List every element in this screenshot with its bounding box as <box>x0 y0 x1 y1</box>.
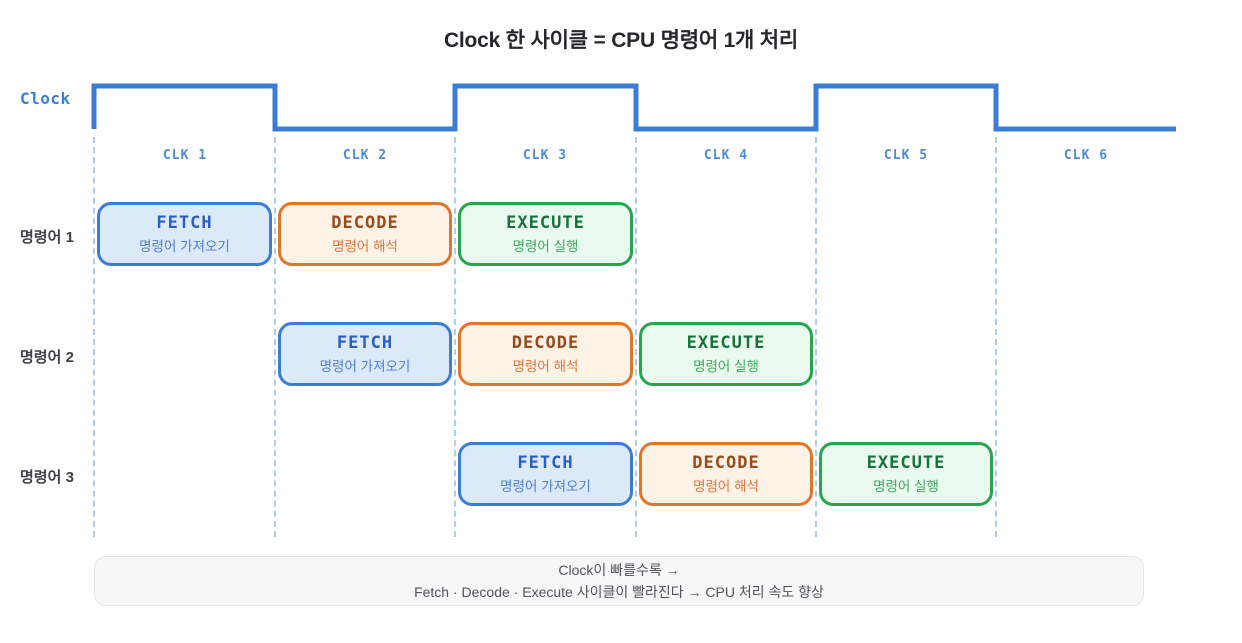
instruction-1-label: 명령어 1 <box>20 229 74 246</box>
stage-subtitle: 명령어 실행 <box>693 359 759 374</box>
stage-subtitle: 명령어 가져오기 <box>139 239 230 254</box>
instr2-fetch-box: FETCH 명령어 가져오기 <box>278 322 452 386</box>
clk-4-label: CLK 4 <box>703 148 749 163</box>
stage-subtitle: 명령어 해석 <box>332 239 398 254</box>
stage-title: EXECUTE <box>686 333 766 353</box>
clk-1-label: CLK 1 <box>162 148 208 163</box>
instr2-execute-box: EXECUTE 명령어 실행 <box>639 322 813 386</box>
stage-title: FETCH <box>336 333 394 353</box>
clk-5-label: CLK 5 <box>883 148 929 163</box>
instr1-fetch-box: FETCH 명령어 가져오기 <box>97 202 272 266</box>
stage-subtitle: 명령어 가져오기 <box>500 479 591 494</box>
summary-note: Clock이 빠를수록 → Fetch · Decode · Execute 사… <box>94 556 1144 606</box>
summary-note-line2: Fetch · Decode · Execute 사이클이 빨라진다 → CPU… <box>414 584 824 600</box>
clk-6-label: CLK 6 <box>1063 148 1109 163</box>
clk-3-label: CLK 3 <box>522 148 568 163</box>
stage-subtitle: 명령어 가져오기 <box>319 359 411 374</box>
cycle-boundary-line <box>635 137 637 537</box>
instruction-2-label: 명령어 2 <box>20 349 74 366</box>
stage-title: DECODE <box>692 453 760 473</box>
stage-title: EXECUTE <box>506 213 585 233</box>
stage-title: DECODE <box>511 333 580 353</box>
summary-note-line1: Clock이 빠를수록 → <box>558 562 680 578</box>
cycle-boundary-line <box>815 137 817 537</box>
cycle-boundary-line <box>995 137 997 537</box>
instr1-decode-box: DECODE 명령어 해석 <box>278 202 452 266</box>
cycle-boundary-line <box>93 137 95 537</box>
stage-title: FETCH <box>517 453 574 473</box>
instr3-fetch-box: FETCH 명령어 가져오기 <box>458 442 633 506</box>
instr3-decode-box: DECODE 명령어 해석 <box>639 442 813 506</box>
stage-title: DECODE <box>331 213 399 233</box>
instr3-execute-box: EXECUTE 명령어 실행 <box>819 442 993 506</box>
stage-subtitle: 명령어 해석 <box>512 359 579 374</box>
instruction-3-label: 명령어 3 <box>20 469 74 486</box>
page-title: Clock 한 사이클 = CPU 명령어 1개 처리 <box>443 29 799 52</box>
stage-title: FETCH <box>156 213 213 233</box>
stage-subtitle: 명령어 실행 <box>873 479 939 494</box>
clk-2-label: CLK 2 <box>342 148 388 163</box>
clock-axis-label: Clock <box>20 89 71 108</box>
cycle-boundary-line <box>274 137 276 537</box>
instr2-decode-box: DECODE 명령어 해석 <box>458 322 633 386</box>
clock-waveform <box>91 83 1176 132</box>
stage-subtitle: 명령어 실행 <box>512 239 579 254</box>
stage-title: EXECUTE <box>866 453 946 473</box>
stage-subtitle: 명령어 해석 <box>693 479 759 494</box>
instr1-execute-box: EXECUTE 명령어 실행 <box>458 202 633 266</box>
cycle-boundary-line <box>454 137 456 537</box>
